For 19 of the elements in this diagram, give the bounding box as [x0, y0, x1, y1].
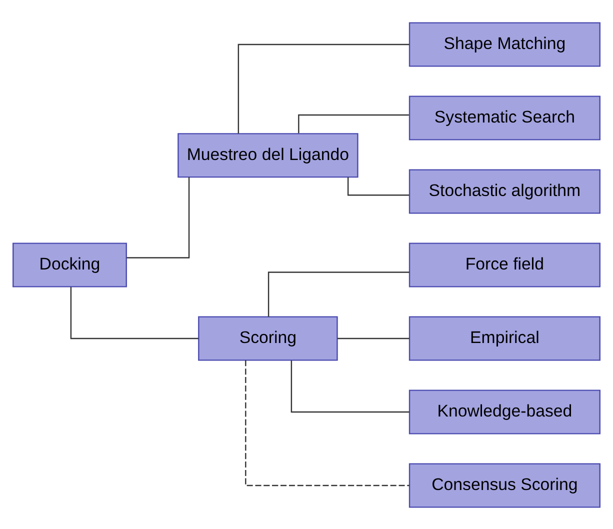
node-box: Empirical	[408, 316, 600, 360]
node-box: Force field	[408, 242, 600, 287]
node-box: Scoring	[198, 316, 338, 360]
connector	[290, 360, 410, 412]
node-box: Shape Matching	[408, 22, 600, 66]
connector	[298, 114, 409, 133]
node-box: Muestreo del Ligando	[178, 132, 358, 178]
connector	[126, 176, 190, 258]
node-box: Docking	[12, 242, 127, 287]
connector	[70, 286, 198, 339]
node-box: Stochastic algorithm	[408, 168, 600, 214]
connector	[268, 271, 410, 316]
node-box: Consensus Scoring	[408, 462, 600, 508]
node-box: Systematic Search	[408, 95, 600, 140]
connector	[245, 360, 410, 486]
connector	[337, 337, 410, 339]
connector	[238, 43, 410, 133]
node-box: Knowledge-based	[408, 389, 600, 434]
connector	[347, 176, 410, 196]
